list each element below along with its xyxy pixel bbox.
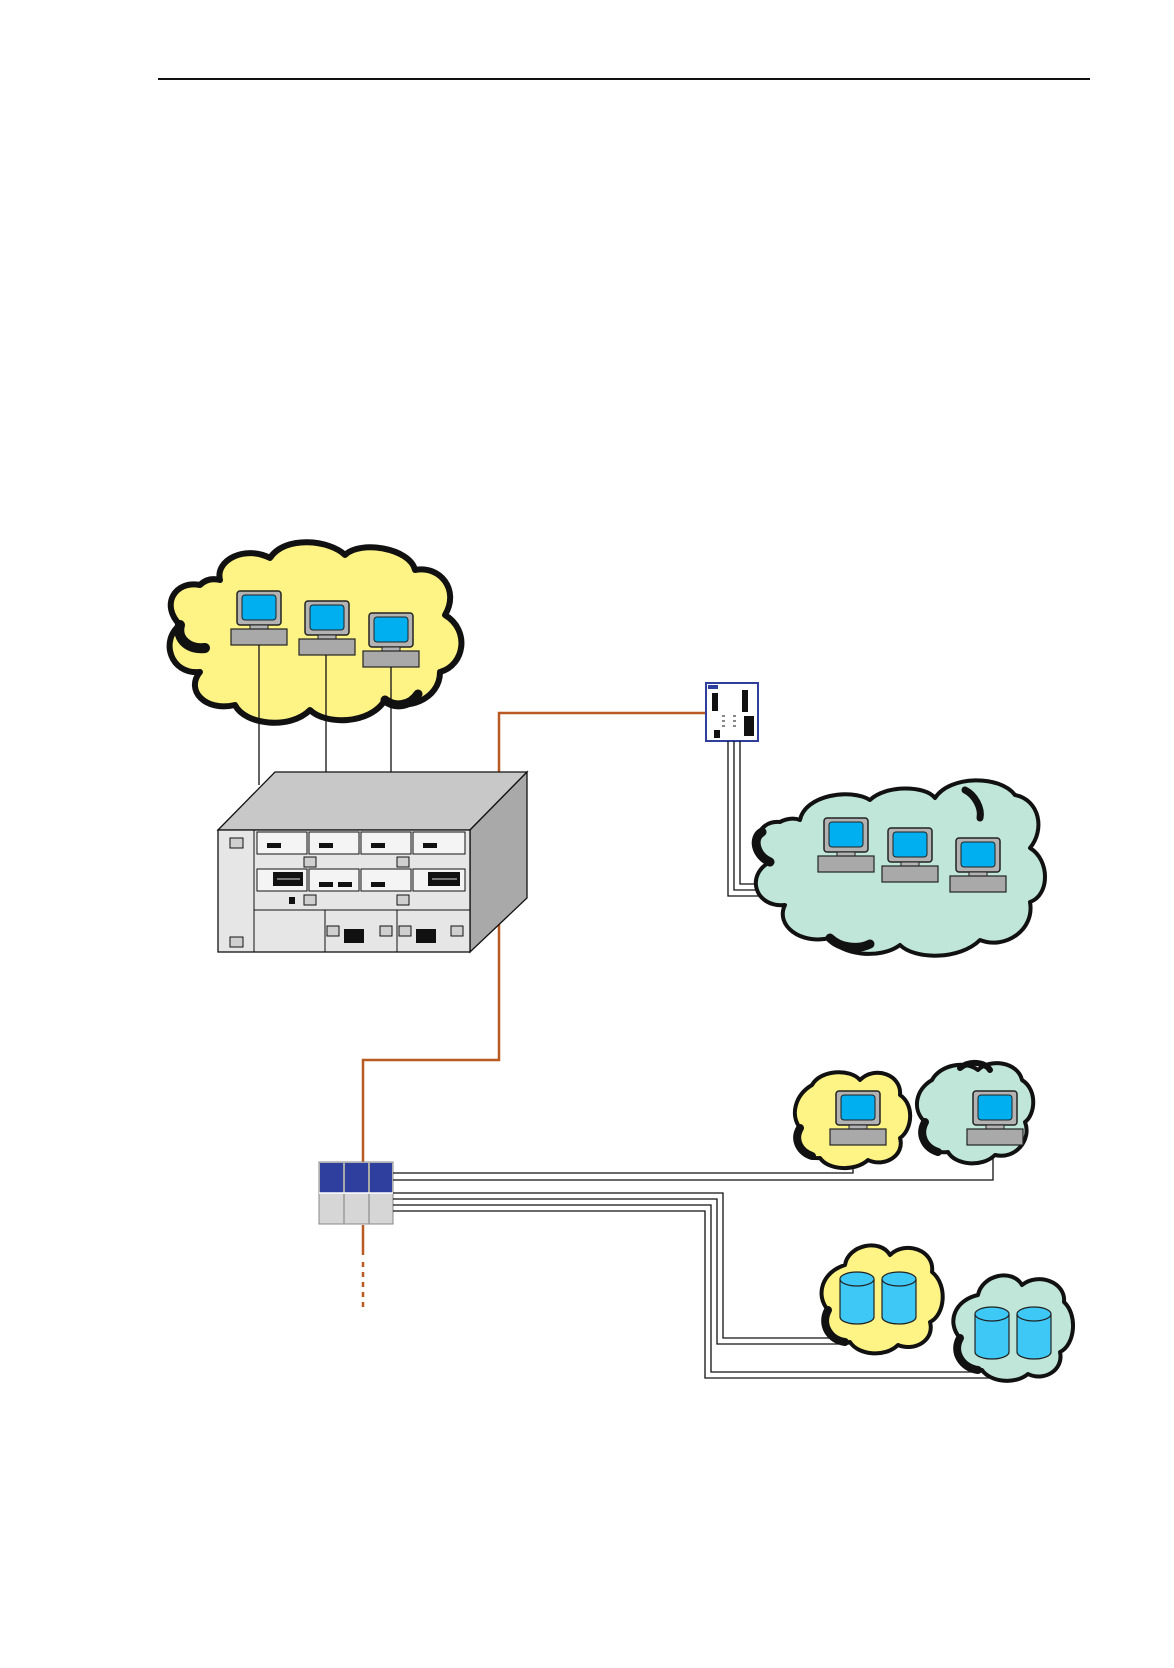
cloud-top-left — [170, 542, 462, 722]
central-chassis — [218, 772, 527, 952]
monitor-icon — [231, 591, 287, 645]
cloud-small-mint — [917, 1063, 1033, 1163]
cloud-right — [756, 780, 1045, 955]
database-icon — [840, 1272, 874, 1324]
monitor-icon — [818, 818, 874, 872]
cloud-db-yellow — [822, 1245, 943, 1353]
monitor-icon — [363, 613, 419, 667]
database-icon — [975, 1307, 1009, 1359]
monitor-icon — [950, 838, 1006, 892]
modular-din-switch — [319, 1162, 393, 1224]
database-icon — [882, 1272, 916, 1324]
monitor-icon — [967, 1091, 1023, 1145]
cloud-db-mint — [953, 1275, 1073, 1380]
compact-switch — [706, 683, 758, 741]
database-icon — [1017, 1307, 1051, 1359]
monitor-icon — [882, 828, 938, 882]
monitor-icon — [299, 601, 355, 655]
monitor-icon — [830, 1091, 886, 1145]
cloud-small-yellow — [795, 1072, 910, 1168]
